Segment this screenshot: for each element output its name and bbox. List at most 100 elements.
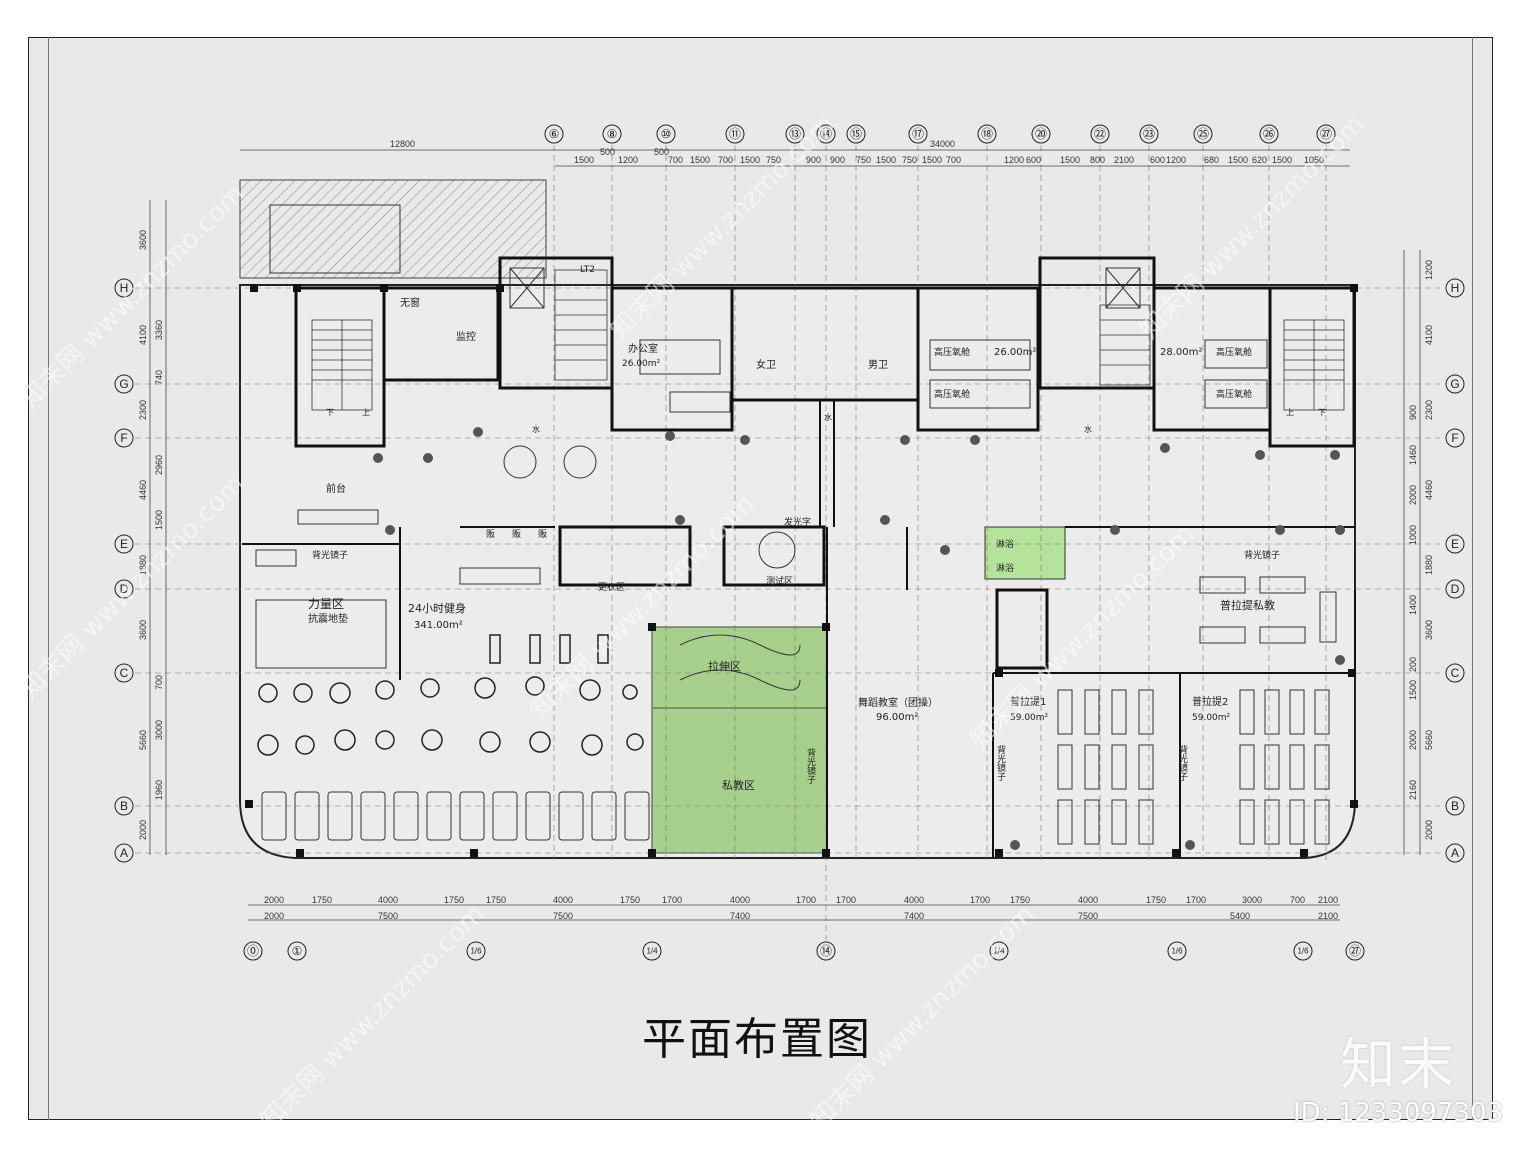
axis-13: ⑬ [789,127,801,141]
axis-1-4a: 1/4 [646,947,658,956]
svg-text:上: 上 [1286,408,1294,417]
axis-27: ㉗ [1320,127,1332,141]
svg-text:贩: 贩 [512,528,521,540]
dim-top-total-right: 34000 [930,139,955,149]
svg-text:5660: 5660 [1424,730,1434,750]
gym-machines [257,634,644,756]
label-gym-24h: 24小时健身 [408,601,466,615]
svg-text:1750: 1750 [444,895,464,905]
structural-columns [245,284,1358,857]
left-dims: 3600 4100 2300 4460 1880 3600 5660 2000 … [138,230,164,840]
label-shock-mat: 抗震地垫 [308,612,348,625]
label-hbot-3: 高压氧舱 [1216,346,1252,358]
label-strength-zone: 力量区 [308,597,344,611]
bottom-axis-labels: ⓪ ① 1/6 1/4 ⑭ 1/4 1/6 1/6 ㉗ [247,944,1361,958]
svg-text:7500: 7500 [1078,911,1098,921]
axis-22: ㉒ [1094,127,1106,141]
svg-text:1750: 1750 [486,895,506,905]
label-mirror-1: 背光镜子 [312,549,348,561]
svg-text:1500: 1500 [574,155,594,165]
label-dance-area: 96.00m² [876,712,918,723]
axis-1-6a: 1/6 [470,947,482,956]
row-G-right: G [1450,377,1459,391]
label-women-wc: 女卫 [756,358,776,371]
axis-1: ① [292,944,303,958]
label-reception: 前台 [326,482,346,495]
svg-text:1500: 1500 [1408,680,1418,700]
svg-text:7500: 7500 [553,911,573,921]
row-A-right: A [1451,846,1459,860]
svg-text:1500: 1500 [1272,155,1292,165]
axis-20: ⑳ [1035,127,1047,141]
room-labels: 无窗 监控 办公室 26.00m² 女卫 男卫 高压氧舱 高压氧舱 高压氧舱 高… [308,265,1326,792]
row-A-left: A [120,846,128,860]
label-pilates-2: 普拉提2 [1192,695,1228,708]
svg-text:700: 700 [1290,895,1305,905]
svg-text:4000: 4000 [1078,895,1098,905]
label-gym-area: 341.00m² [414,620,463,631]
svg-text:1050: 1050 [1304,155,1324,165]
label-pilates-1: 普拉提1 [1010,695,1046,708]
elevators [509,267,1141,309]
svg-text:2000: 2000 [138,820,148,840]
label-men-wc: 男卫 [868,359,888,371]
svg-text:3600: 3600 [1424,620,1434,640]
svg-text:1960: 1960 [154,780,164,800]
svg-text:600: 600 [1150,155,1165,165]
svg-text:1500: 1500 [876,155,896,165]
top-axis-bubbles [544,124,1336,144]
label-hbot-area-1: 26.00m² [994,347,1036,358]
axis-10: ⑩ [661,127,672,141]
svg-text:1880: 1880 [138,555,148,575]
svg-text:2300: 2300 [138,400,148,420]
svg-text:2100: 2100 [1114,155,1134,165]
row-D-left: D [120,582,129,596]
svg-text:500: 500 [654,147,669,157]
svg-text:1750: 1750 [1146,895,1166,905]
label-glow-text: 发光字 [784,516,811,528]
row-B-left: B [120,799,128,813]
svg-text:500: 500 [600,147,615,157]
axis-6: ⑥ [549,127,560,141]
axis-1-6c: 1/6 [1297,947,1309,956]
label-stretch-zone: 拉伸区 [708,659,741,673]
right-frame-line [1472,37,1473,1120]
label-office-area: 26.00m² [622,359,661,369]
svg-text:900: 900 [806,155,821,165]
svg-text:水: 水 [824,412,832,422]
svg-text:4000: 4000 [730,895,750,905]
label-lift: LT2 [580,265,595,275]
axis-11: ⑪ [729,127,741,141]
svg-text:水: 水 [532,424,540,434]
axis-27-bottom: ㉗ [1349,944,1361,958]
svg-text:2300: 2300 [1424,400,1434,420]
svg-text:7500: 7500 [378,911,398,921]
svg-text:1880: 1880 [1424,555,1434,575]
label-office: 办公室 [628,342,658,355]
row-F-right: F [1451,431,1458,445]
label-pilates-pt: 普拉提私教 [1220,598,1275,612]
svg-text:7400: 7400 [730,911,750,921]
svg-text:1500: 1500 [922,155,942,165]
svg-text:2160: 2160 [1408,780,1418,800]
dimension-lines [149,149,1421,921]
binding-margin-line [48,37,49,1120]
axis-14-bottom: ⑭ [820,944,832,958]
svg-text:1750: 1750 [620,895,640,905]
right-dims: 1200 4100 2300 4460 1880 3600 5660 2000 … [1408,260,1434,840]
svg-text:900: 900 [1408,405,1418,420]
svg-text:下: 下 [326,408,334,417]
svg-text:4100: 4100 [138,325,148,345]
svg-text:1400: 1400 [1408,595,1418,615]
label-mirror-2: 背光镜子 [1244,549,1280,561]
label-pilates-1-area: 59.00m² [1010,713,1049,723]
svg-text:800: 800 [1090,155,1105,165]
svg-text:680: 680 [1204,155,1219,165]
bottom-dims-2: 2000 7500 7500 7400 7400 7500 5400 2100 [264,911,1338,921]
svg-text:4460: 4460 [138,480,148,500]
svg-text:750: 750 [856,155,871,165]
svg-text:200: 200 [1408,657,1418,672]
axis-18: ⑱ [981,127,993,141]
axis-26: ㉖ [1263,127,1275,141]
label-hbot-1: 高压氧舱 [934,346,970,358]
